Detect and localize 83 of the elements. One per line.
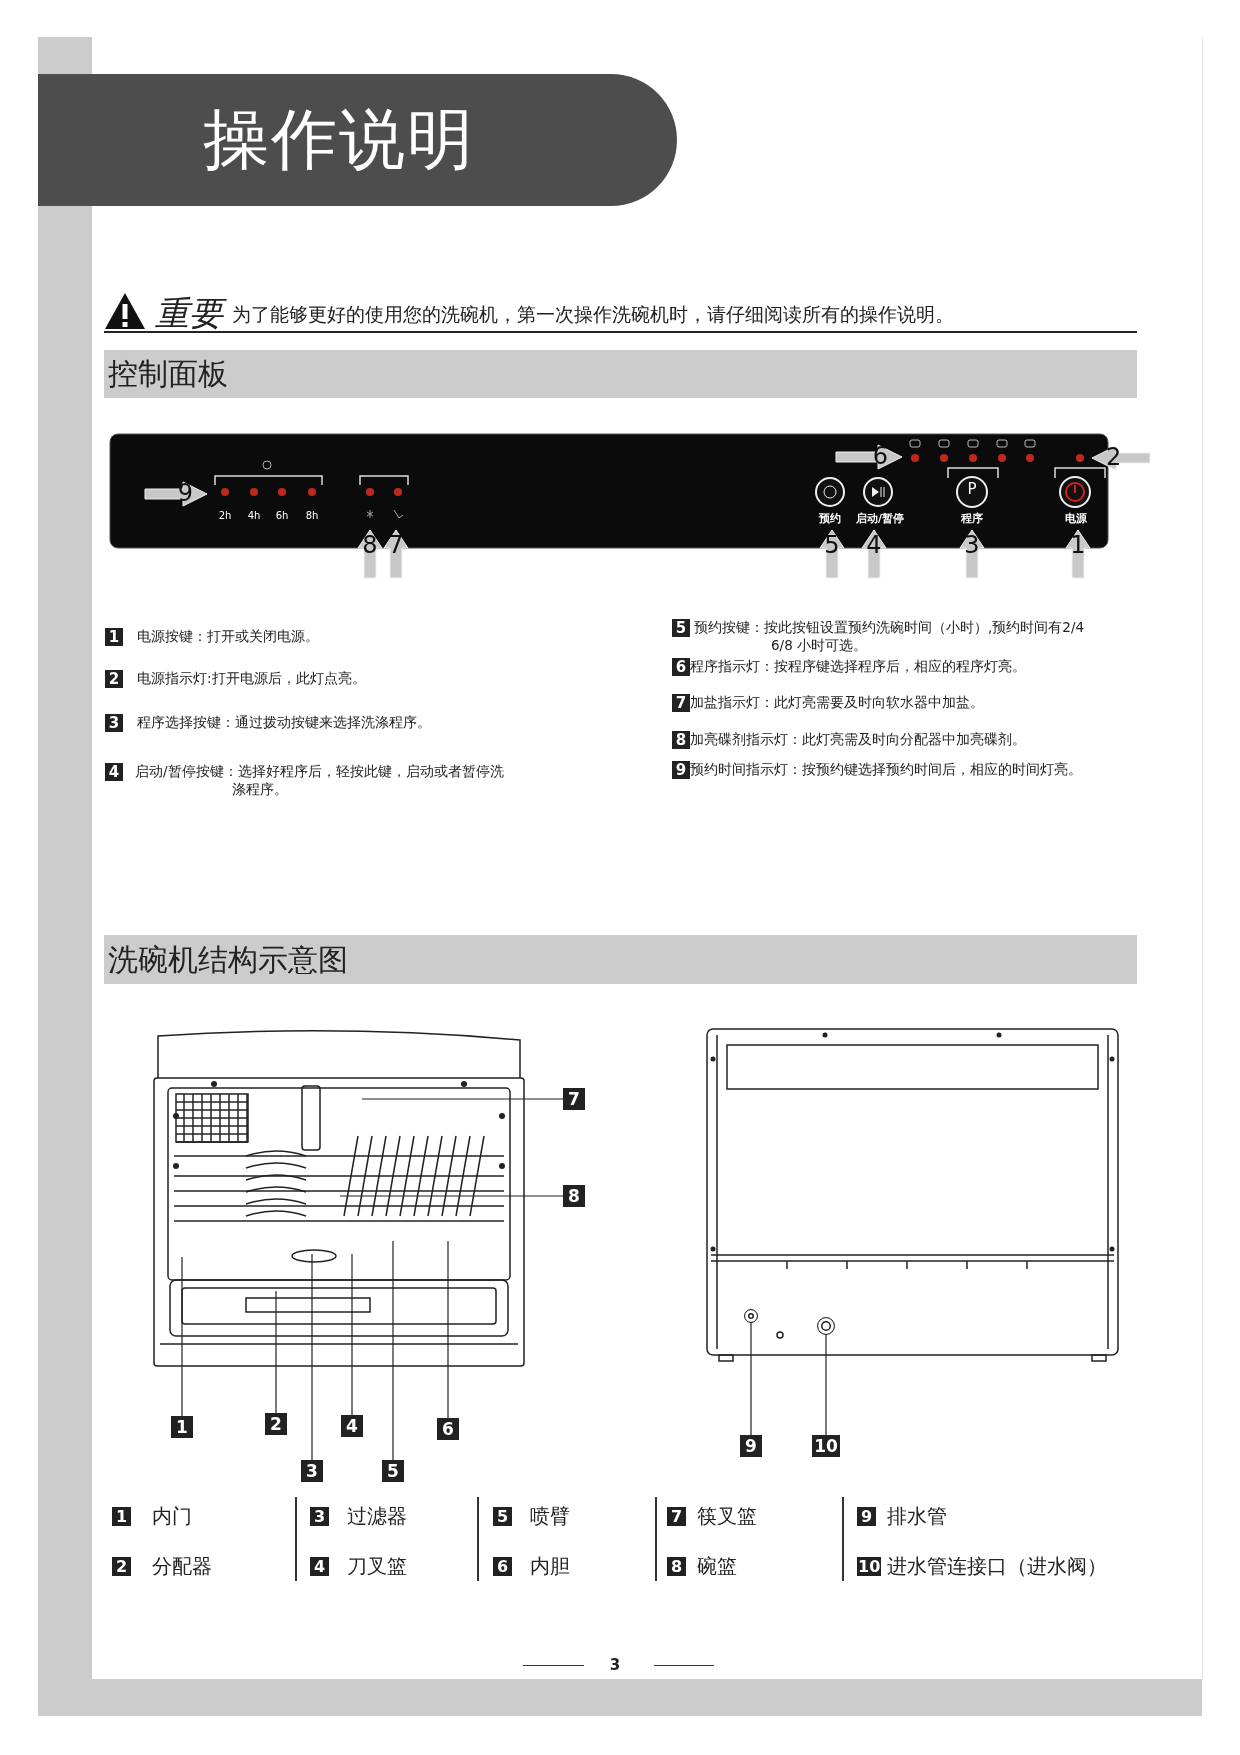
callout-number: 10 <box>812 1435 840 1457</box>
number-badge: 2 <box>112 1557 131 1576</box>
number-badge: 9 <box>857 1507 876 1526</box>
panel-label: 8h <box>305 509 319 523</box>
description-text: 加盐指示灯：此灯亮需要及时向软水器中加盐。 <box>690 693 985 711</box>
callout-arrow: 3 <box>960 530 984 578</box>
leader-line <box>339 1195 564 1197</box>
number-badge: 3 <box>105 714 123 732</box>
page-number: 3 <box>608 1656 622 1674</box>
callout-arrow: 2 <box>1092 446 1150 470</box>
part-name: 喷臂 <box>530 1503 570 1529</box>
number-badge: 9 <box>672 761 690 779</box>
number-badge: 1 <box>112 1507 131 1526</box>
callout-arrow: 1 <box>1066 530 1090 578</box>
leader-line <box>447 1240 449 1419</box>
part-name: 过滤器 <box>347 1503 407 1529</box>
number-badge: 6 <box>672 658 690 676</box>
description-text: 电源按键：打开或关闭电源。 <box>137 627 320 645</box>
callout-number: 1 <box>171 1416 193 1438</box>
part-name: 筷叉篮 <box>697 1503 757 1529</box>
callout-arrow: 9 <box>145 482 207 506</box>
number-badge: 7 <box>672 694 690 712</box>
number-badge: 4 <box>310 1557 329 1576</box>
panel-label: 预约 <box>819 512 841 526</box>
description-text: 程序指示灯：按程序键选择程序后，相应的程序灯亮。 <box>690 657 1027 675</box>
pipe-connector <box>744 1309 758 1323</box>
part-name: 内门 <box>152 1503 192 1529</box>
section-heading: 控制面板 <box>104 350 1137 398</box>
panel-label: 启动/暂停 <box>856 512 904 526</box>
callout-number: 8 <box>563 1185 585 1207</box>
description-text: 预约按键：按此按钮设置预约洗碗时间（小时）,预约时间有2/4 6/8 小时可选。 <box>694 618 1086 654</box>
leader-line <box>825 1334 827 1436</box>
leader-line <box>275 1290 277 1414</box>
part-name: 分配器 <box>152 1553 212 1579</box>
callout-arrow: 4 <box>862 530 886 578</box>
number-badge: 5 <box>493 1507 512 1526</box>
part-name: 进水管连接口（进水阀） <box>887 1553 1107 1579</box>
part-name: 内胆 <box>530 1553 570 1579</box>
leader-line <box>361 1098 564 1100</box>
callout-arrow: 8 <box>358 530 382 578</box>
description-text: 加亮碟剂指示灯：此灯亮需及时向分配器中加亮碟剂。 <box>690 730 1027 748</box>
callout-number: 6 <box>437 1418 459 1440</box>
callout-arrow: 5 <box>820 530 844 578</box>
part-name: 刀叉篮 <box>347 1553 407 1579</box>
callout-number: 2 <box>265 1413 287 1435</box>
leader-line <box>392 1240 394 1461</box>
leader-line <box>311 1253 313 1461</box>
callout-number: 4 <box>341 1415 363 1437</box>
panel-label: 2h <box>218 509 232 523</box>
part-name: 排水管 <box>887 1503 947 1529</box>
description-text: 程序选择按键：通过拨动按键来选择洗涤程序。 <box>137 713 432 731</box>
callout-number: 3 <box>301 1460 323 1482</box>
description-text: 预约时间指示灯：按预约键选择预约时间后，相应的时间灯亮。 <box>690 760 1083 778</box>
panel-label: 程序 <box>961 512 983 526</box>
callout-arrow: 6 <box>836 445 902 469</box>
number-badge: 7 <box>667 1507 686 1526</box>
number-badge: 1 <box>105 628 123 646</box>
leader-line <box>181 1256 183 1417</box>
description-text: 电源指示灯:打开电源后，此灯点亮。 <box>137 669 367 687</box>
leader-line <box>351 1253 353 1416</box>
part-name: 碗篮 <box>697 1553 737 1579</box>
pipe-connector <box>817 1317 835 1335</box>
button-letter: P <box>967 482 977 496</box>
leader-line <box>750 1322 752 1436</box>
number-badge: 6 <box>493 1557 512 1576</box>
section-heading: 洗碗机结构示意图 <box>104 935 1137 984</box>
number-badge: 8 <box>672 731 690 749</box>
callout-number: 7 <box>563 1088 585 1110</box>
title-banner: 操作说明 <box>38 74 677 206</box>
panel-label: 6h <box>275 509 289 523</box>
warning-text: 为了能够更好的使用您的洗碗机，第一次操作洗碗机时，请仔细阅读所有的操作说明。 <box>232 302 954 326</box>
callout-number: 9 <box>740 1435 762 1457</box>
callout-number: 5 <box>382 1460 404 1482</box>
number-badge: 3 <box>310 1507 329 1526</box>
number-badge: 4 <box>105 763 123 781</box>
panel-label: 4h <box>247 509 261 523</box>
number-badge: 8 <box>667 1557 686 1576</box>
number-badge: 5 <box>672 619 690 637</box>
description-text: 启动/暂停按键：选择好程序后，轻按此键，启动或者暂停洗涤程序。 <box>135 762 505 798</box>
number-badge: 2 <box>105 670 123 688</box>
number-badge: 10 <box>857 1557 882 1576</box>
callout-arrow: 7 <box>384 530 408 578</box>
panel-label: 电源 <box>1065 512 1087 526</box>
